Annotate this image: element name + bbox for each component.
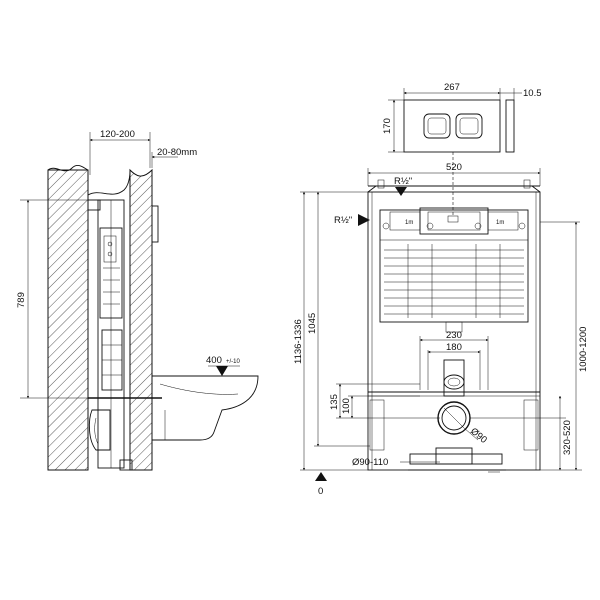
- tank-height-label: 1045: [307, 313, 318, 334]
- seat-height-arrow-icon: [216, 366, 228, 376]
- inlet-side-label: R½": [334, 215, 352, 226]
- floor-level-label: 0: [318, 486, 323, 497]
- flush-plate-view: 267 10.5 170: [382, 82, 542, 216]
- wc-bowl: [151, 375, 259, 441]
- outlet-diameter-label: Ø90: [468, 426, 489, 446]
- side-gap-label: 20-80mm: [157, 147, 197, 158]
- wall-right-section: [129, 168, 153, 471]
- side-view: 120-200 20-80mm 789 400 +/-10: [16, 129, 259, 471]
- flush-button-left: [423, 113, 451, 139]
- right-height-label: 1000-1200: [578, 327, 589, 372]
- side-wall-depth-label: 120-200: [100, 129, 135, 140]
- cistern-side: [99, 227, 123, 319]
- plate-height-label: 170: [382, 118, 393, 134]
- bolt-height-inner-label: 100: [341, 398, 352, 414]
- front-view: 1m 1m: [293, 162, 589, 497]
- bolt-width-inner-label: 180: [446, 342, 462, 353]
- badge-left-label: 1m: [405, 220, 413, 226]
- flush-button-right: [455, 113, 483, 139]
- inlet-top-arrow-icon: [395, 187, 407, 196]
- plate-thickness-label: 10.5: [523, 88, 542, 99]
- inlet-side-arrow-icon: [358, 214, 370, 226]
- outlet-range-label: Ø90-110: [352, 457, 388, 468]
- floor-level-arrow-icon: [315, 472, 327, 481]
- height-adjust-label: 1136-1336: [293, 319, 304, 364]
- side-height-label: 789: [16, 292, 27, 308]
- bolt-width-outer-label: 230: [446, 330, 462, 341]
- inlet-top-label: R½": [394, 176, 412, 187]
- cistern-ribs: [384, 244, 524, 318]
- frame-width-label: 520: [446, 162, 462, 173]
- seat-height-label: 400: [206, 355, 222, 366]
- seat-tolerance-label: +/-10: [226, 359, 241, 365]
- plate-width-label: 267: [444, 82, 460, 93]
- badge-right-label: 1m: [496, 220, 504, 226]
- outlet-height-label: 320-520: [562, 420, 573, 455]
- wall-left-section: [47, 169, 89, 471]
- flush-plate: [403, 99, 501, 153]
- bolt-height-outer-label: 135: [329, 394, 340, 410]
